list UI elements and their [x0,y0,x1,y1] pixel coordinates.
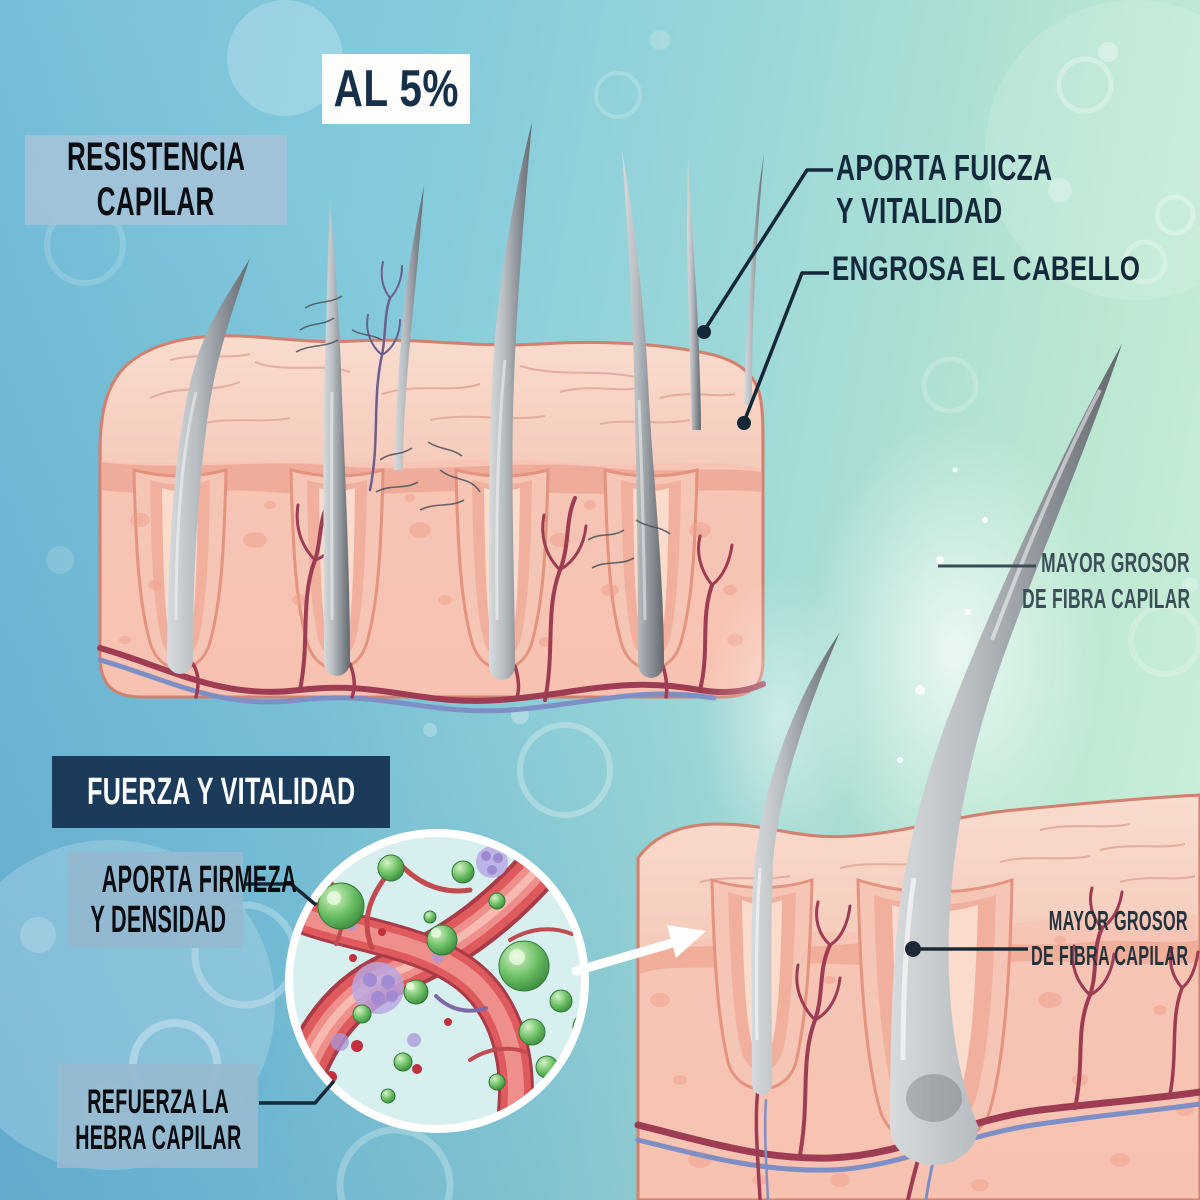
label-background-refuerza [57,1064,258,1168]
label-refuerza-hebra-capilar: REFUERZA LA HEBRA CAPILAR [74,1083,242,1157]
label-mayor-grosor-top: MAYOR GROSOR DE FIBRA CAPILAR [1021,547,1190,614]
skin-block-bottom [634,344,1200,1200]
skin-block-top [97,122,766,714]
label-aporta-firmeza-densidad: APORTA FIRMEZA Y DENSIDAD [89,859,297,941]
arrow-inset-to-skin [571,925,706,976]
concentration-badge: AL 5% [322,54,470,124]
zoom-inset-circle [285,829,589,1133]
label-aporta-fuerza-vitalidad: APORTA FUICZA Y VITALIDAD [836,147,1053,231]
hairs-bottom [751,344,1122,1165]
vessels-top [97,261,766,714]
inset-purple-molecules [302,846,508,1088]
label-engrosa-el-cabello: ENGROSA EL CABELLO [832,250,1141,288]
label-mayor-grosor-bottom: MAYOR GROSOR DE FIBRA CAPILAR [1030,905,1188,971]
baby-hair-wisps [295,295,671,569]
hairs-top [167,122,764,680]
label-resistencia-capilar: RESISTENCIA CAPILAR [25,135,287,225]
badge-text: AL 5% [333,60,459,118]
label-fuerza-y-vitalidad: FUERZA Y VITALIDAD [52,756,390,828]
epidermis-texture-bottom [699,823,1196,883]
inset-green-highlights [327,891,525,990]
sparkles [897,467,988,763]
label-background-firmeza [68,852,243,948]
leader-lines [246,168,1036,1105]
